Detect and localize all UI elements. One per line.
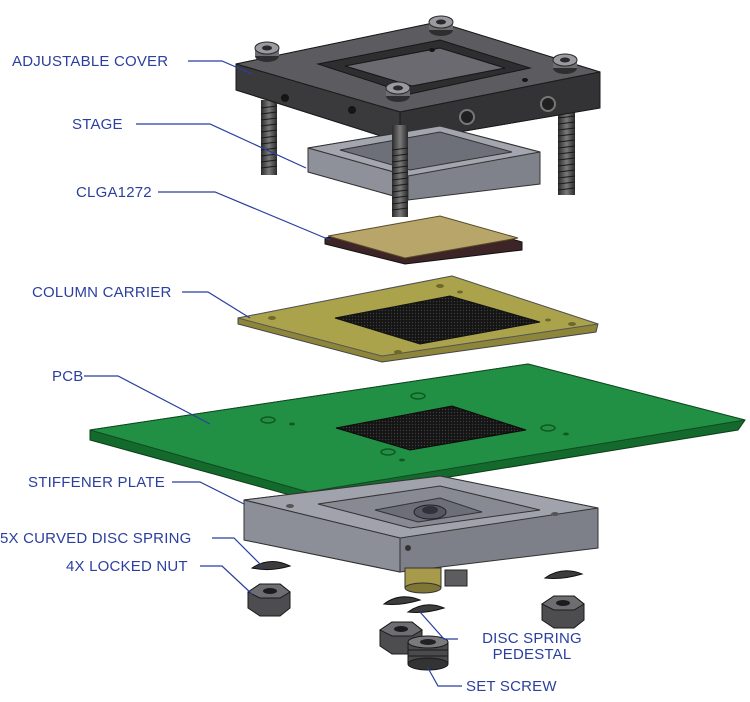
leader-lines	[84, 60, 462, 687]
pcb-board	[89, 363, 746, 501]
cap-screw-heads	[254, 15, 578, 102]
label-set-screw: SET SCREW	[466, 678, 557, 695]
label-disc-spring-line2: PEDESTAL	[492, 646, 572, 663]
label-locked-nut: 4X LOCKED NUT	[66, 558, 188, 575]
cover-screw-left	[260, 100, 278, 175]
label-stage: STAGE	[72, 116, 123, 133]
label-clga1272: CLGA1272	[76, 184, 152, 201]
label-column-carrier: COLUMN CARRIER	[32, 284, 172, 301]
stage-part	[307, 125, 541, 217]
label-pcb: PCB	[52, 368, 84, 385]
label-disc-spring-line1: DISC SPRING	[482, 630, 582, 647]
column-carrier	[237, 275, 599, 363]
label-stiffener-plate: STIFFENER PLATE	[28, 474, 165, 491]
cover-screw-right	[557, 110, 576, 195]
label-adjustable-cover: ADJUSTABLE COVER	[12, 53, 169, 70]
stiffener-plate	[243, 475, 599, 594]
label-disc-spring-pedestal: DISC SPRING PEDESTAL	[462, 631, 602, 663]
label-curved-disc-spring: 5X CURVED DISC SPRING	[0, 530, 192, 547]
clga1272-chip	[324, 215, 523, 265]
adjustable-cover	[235, 15, 601, 195]
hardware	[247, 561, 585, 671]
